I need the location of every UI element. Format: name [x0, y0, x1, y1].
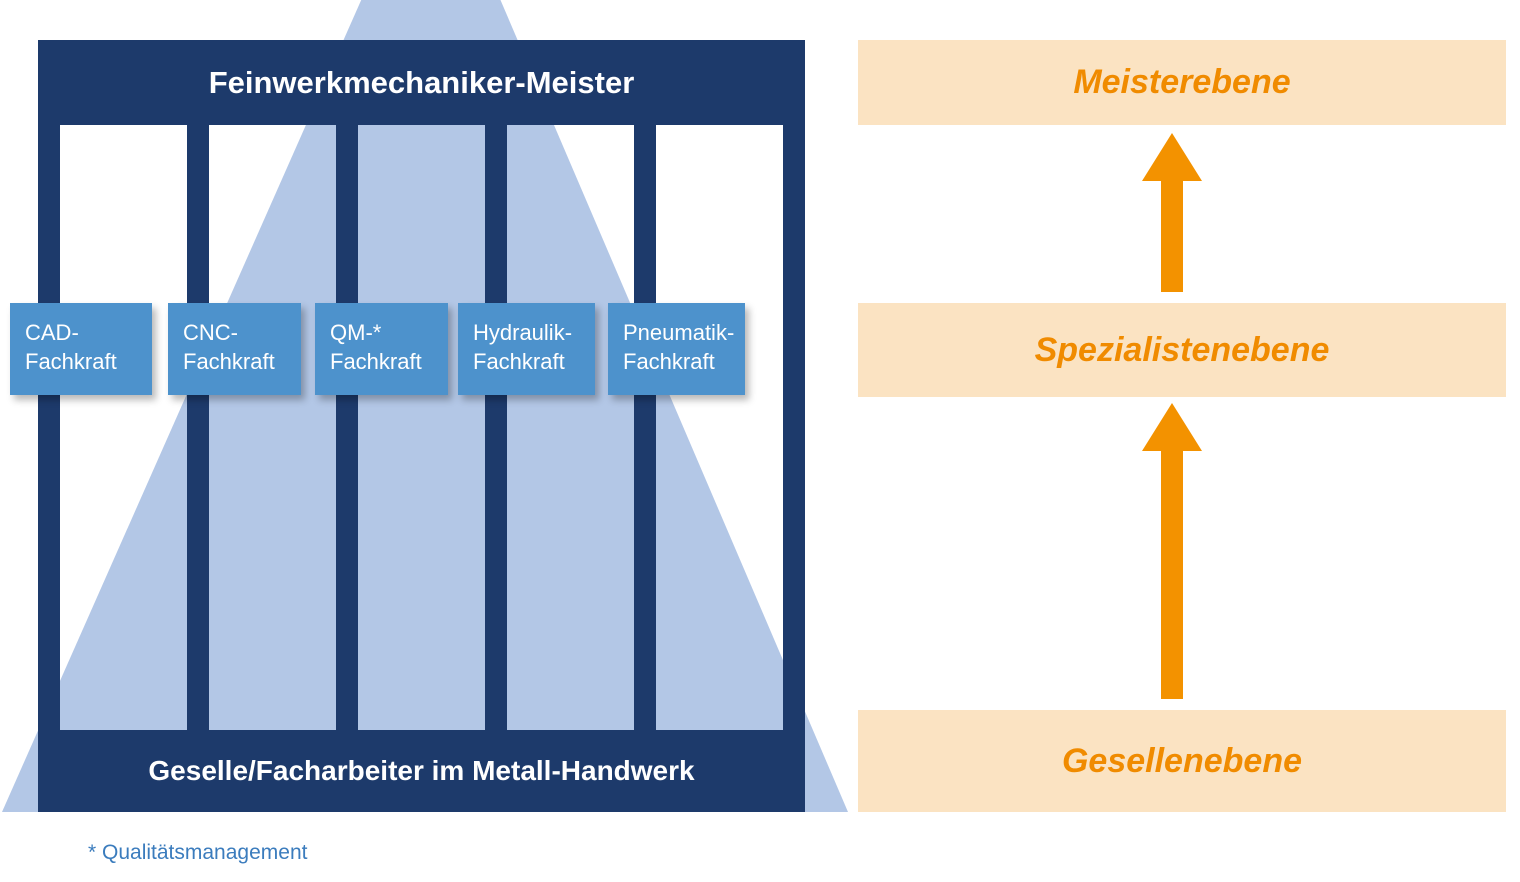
level-label-gesellenebene: Gesellenebene	[1061, 741, 1302, 780]
ladder-rail	[783, 125, 805, 730]
master-level-bar: Feinwerkmechaniker-Meister	[38, 40, 805, 125]
footnote-qualitaetsmanagement: * Qualitätsmanagement	[88, 841, 308, 864]
specialist-box-qm: QM-* Fachkraft	[315, 303, 448, 395]
specialist-box-line1: Hydraulik-	[473, 320, 573, 345]
specialist-box-line2: Fachkraft	[183, 349, 275, 374]
level-band-meisterebene: Meisterebene	[858, 40, 1506, 125]
ladder-rail	[634, 125, 656, 730]
specialist-box-hydraulik: Hydraulik- Fachkraft	[458, 303, 595, 395]
ladder-rail	[485, 125, 507, 730]
specialist-box-line2: Fachkraft	[25, 349, 117, 374]
specialist-box-cad: CAD- Fachkraft	[10, 303, 152, 395]
level-label-spezialistenebene: Spezialistenebene	[1034, 330, 1330, 369]
journeyman-level-label: Geselle/Facharbeiter im Metall-Handwerk	[148, 755, 695, 786]
journeyman-level-bar: Geselle/Facharbeiter im Metall-Handwerk	[38, 730, 805, 812]
level-band-gesellenebene: Gesellenebene	[858, 710, 1506, 812]
specialist-box-cnc: CNC- Fachkraft	[168, 303, 301, 395]
ladder-rail	[38, 125, 60, 730]
ladder-rail	[187, 125, 209, 730]
specialist-box-line1: Pneumatik-	[623, 320, 735, 345]
specialist-box-line2: Fachkraft	[473, 349, 565, 374]
specialist-box-line1: CAD-	[25, 320, 79, 345]
specialist-box-line2: Fachkraft	[330, 349, 422, 374]
level-band-spezialistenebene: Spezialistenebene	[858, 303, 1506, 397]
up-arrow-icon	[1142, 133, 1202, 181]
specialist-box-line1: CNC-	[183, 320, 238, 345]
ladder-rail	[336, 125, 358, 730]
level-label-meisterebene: Meisterebene	[1073, 63, 1291, 101]
master-level-label: Feinwerkmechaniker-Meister	[208, 64, 635, 100]
specialist-box-line1: QM-*	[330, 320, 382, 345]
up-arrow-shaft	[1161, 449, 1183, 699]
specialist-box-line2: Fachkraft	[623, 349, 715, 374]
up-arrow-icon	[1142, 403, 1202, 451]
up-arrow-shaft	[1161, 179, 1183, 292]
specialist-box-pneumatik: Pneumatik- Fachkraft	[608, 303, 745, 395]
